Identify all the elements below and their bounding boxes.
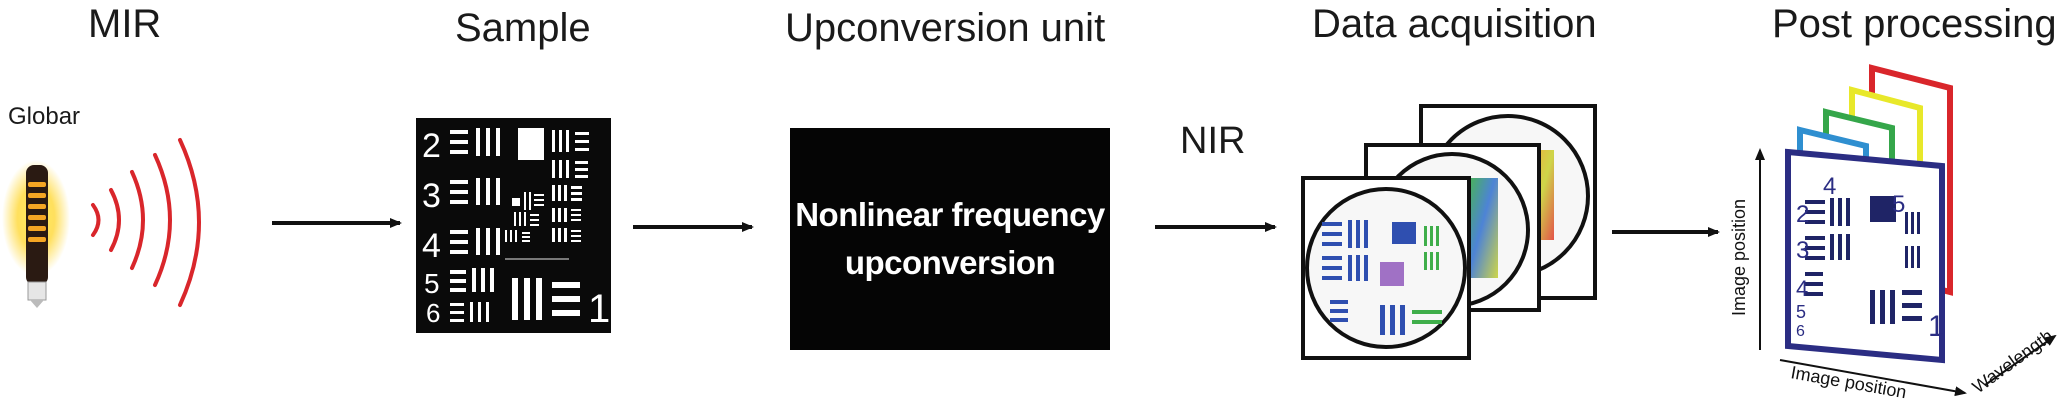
box-line-1: Nonlinear frequency (795, 196, 1105, 233)
acquired-frames (1301, 104, 1597, 360)
svg-text:3: 3 (1796, 237, 1809, 264)
svg-text:4: 4 (1796, 276, 1808, 301)
globar-icon (2, 160, 70, 308)
nir-label: NIR (1180, 120, 1246, 162)
target-number-5: 5 (424, 268, 440, 299)
box-line-2: upconversion (844, 244, 1056, 281)
stage-title-acquisition: Data acquisition (1312, 2, 1597, 46)
target-number-6: 6 (426, 298, 440, 328)
hyperspectral-cube: 4 5 2 3 4 5 6 1 Image position Image pos… (1729, 64, 2057, 402)
svg-text:5: 5 (1796, 302, 1806, 322)
axis-label-vertical: Image position (1729, 199, 1749, 316)
axis-label-depth: Wavelength (1969, 326, 2057, 398)
flow-arrows (272, 218, 1720, 237)
stage-title-upconversion: Upconversion unit (785, 6, 1106, 50)
stage-title-post-processing: Post processing (1772, 2, 2057, 46)
target-number-1: 1 (588, 287, 610, 331)
target-number-3: 3 (422, 177, 441, 215)
svg-text:2: 2 (1796, 201, 1809, 228)
stage-title-sample: Sample (455, 6, 591, 50)
svg-text:6: 6 (1796, 323, 1805, 340)
svg-text:4: 4 (1823, 173, 1836, 200)
svg-text:1: 1 (1928, 310, 1945, 343)
upconversion-unit-box: Nonlinear frequency upconversion (790, 128, 1110, 350)
mir-waves-icon (91, 138, 201, 307)
svg-text:5: 5 (1892, 191, 1905, 218)
target-number-2: 2 (422, 127, 441, 165)
acquired-frame-front (1301, 176, 1471, 360)
globar-label: Globar (8, 103, 81, 130)
target-number-4: 4 (422, 227, 441, 265)
stage-title-mir: MIR (88, 2, 162, 46)
usaf-target-sample: 2 3 4 5 6 1 (416, 118, 611, 333)
axis-label-horizontal: Image position (1789, 362, 1908, 402)
